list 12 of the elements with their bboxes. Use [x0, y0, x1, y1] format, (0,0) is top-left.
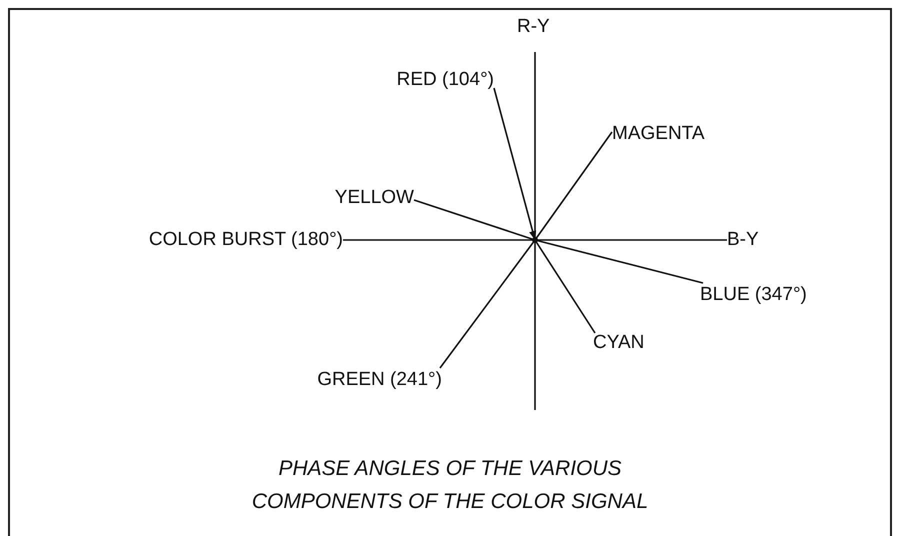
phase-vector-line [493, 88, 536, 240]
vector-label: GREEN (241°) [317, 368, 442, 392]
vector-label: YELLOW [334, 186, 414, 210]
origin-point [532, 237, 538, 243]
vector-label: COLOR BURST (180°) [148, 228, 343, 252]
vector-label: R-Y [517, 15, 550, 39]
vector-label: B-Y [727, 228, 759, 252]
caption: PHASE ANGLES OF THE VARIOUS COMPONENTS OF THE COLOR SIGNAL [250, 456, 650, 515]
vector-label: BLUE (347°) [700, 283, 807, 307]
vector-label: CYAN [593, 331, 644, 355]
vector-label: MAGENTA [612, 122, 705, 146]
vector-label: RED (104°) [396, 68, 494, 92]
